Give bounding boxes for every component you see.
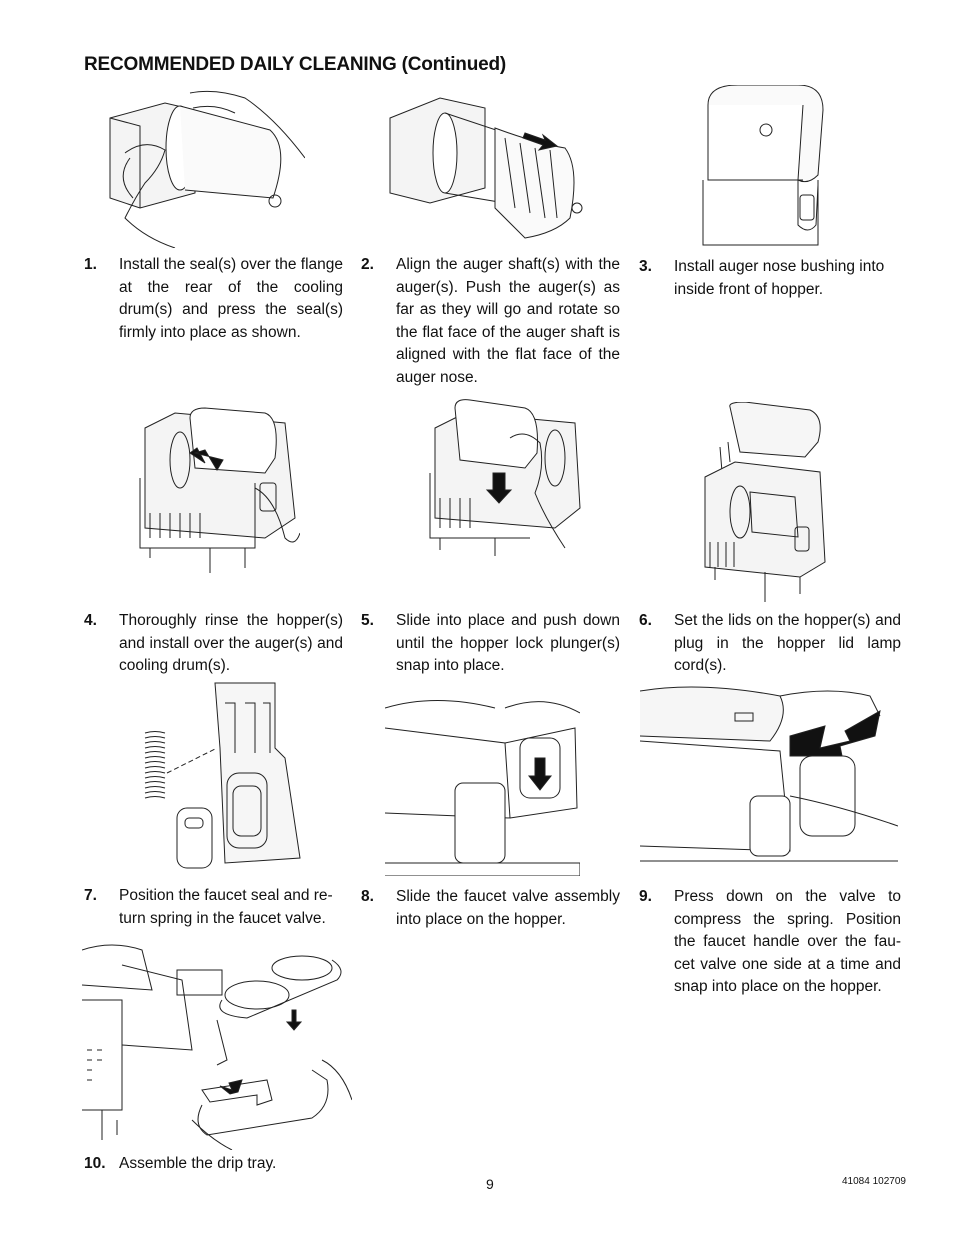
figure-nose-bushing	[698, 85, 828, 250]
step-text: Slide into place and push down until the…	[396, 612, 620, 674]
figure-faucet-valve	[385, 698, 580, 876]
step-number: 10.	[84, 1155, 106, 1172]
step-text: Thoroughly rinse the hopper(s) and insta…	[119, 612, 343, 674]
step-number: 2.	[361, 256, 374, 273]
document-code: 41084 102709	[842, 1176, 906, 1187]
figure-drip-tray	[82, 940, 352, 1150]
step-number: 7.	[84, 887, 97, 904]
figure-faucet-handle	[640, 686, 898, 876]
figure-install-hopper	[135, 398, 300, 583]
figure-faucet-seal	[135, 678, 310, 873]
step-text: Position the faucet seal and re- turn sp…	[119, 887, 333, 927]
page-number: 9	[486, 1176, 494, 1192]
step-text: Press down on the valve to compress the …	[674, 888, 901, 995]
step-number: 8.	[361, 888, 374, 905]
figure-align-auger	[385, 88, 590, 248]
figure-push-hopper	[425, 398, 585, 558]
figure-install-seal	[105, 88, 305, 248]
step-number: 1.	[84, 256, 97, 273]
step-text: Assemble the drip tray.	[119, 1155, 277, 1172]
step-text: Install the seal(s) over the flange at t…	[119, 256, 344, 341]
step-text: Install auger nose bushing into inside f…	[674, 258, 885, 298]
step-text: Set the lids on the hopper(s) and plug i…	[674, 612, 901, 674]
step-text: Align the auger shaft(s) with the auger(…	[396, 256, 620, 386]
step-number: 3.	[639, 258, 652, 275]
step-number: 6.	[639, 612, 652, 629]
step-number: 9.	[639, 888, 652, 905]
page-heading: RECOMMENDED DAILY CLEANING (Continued)	[84, 54, 507, 75]
step-number: 4.	[84, 612, 97, 629]
figure-set-lids	[700, 402, 830, 607]
step-number: 5.	[361, 612, 374, 629]
step-text: Slide the faucet valve assembly into pla…	[396, 888, 620, 928]
